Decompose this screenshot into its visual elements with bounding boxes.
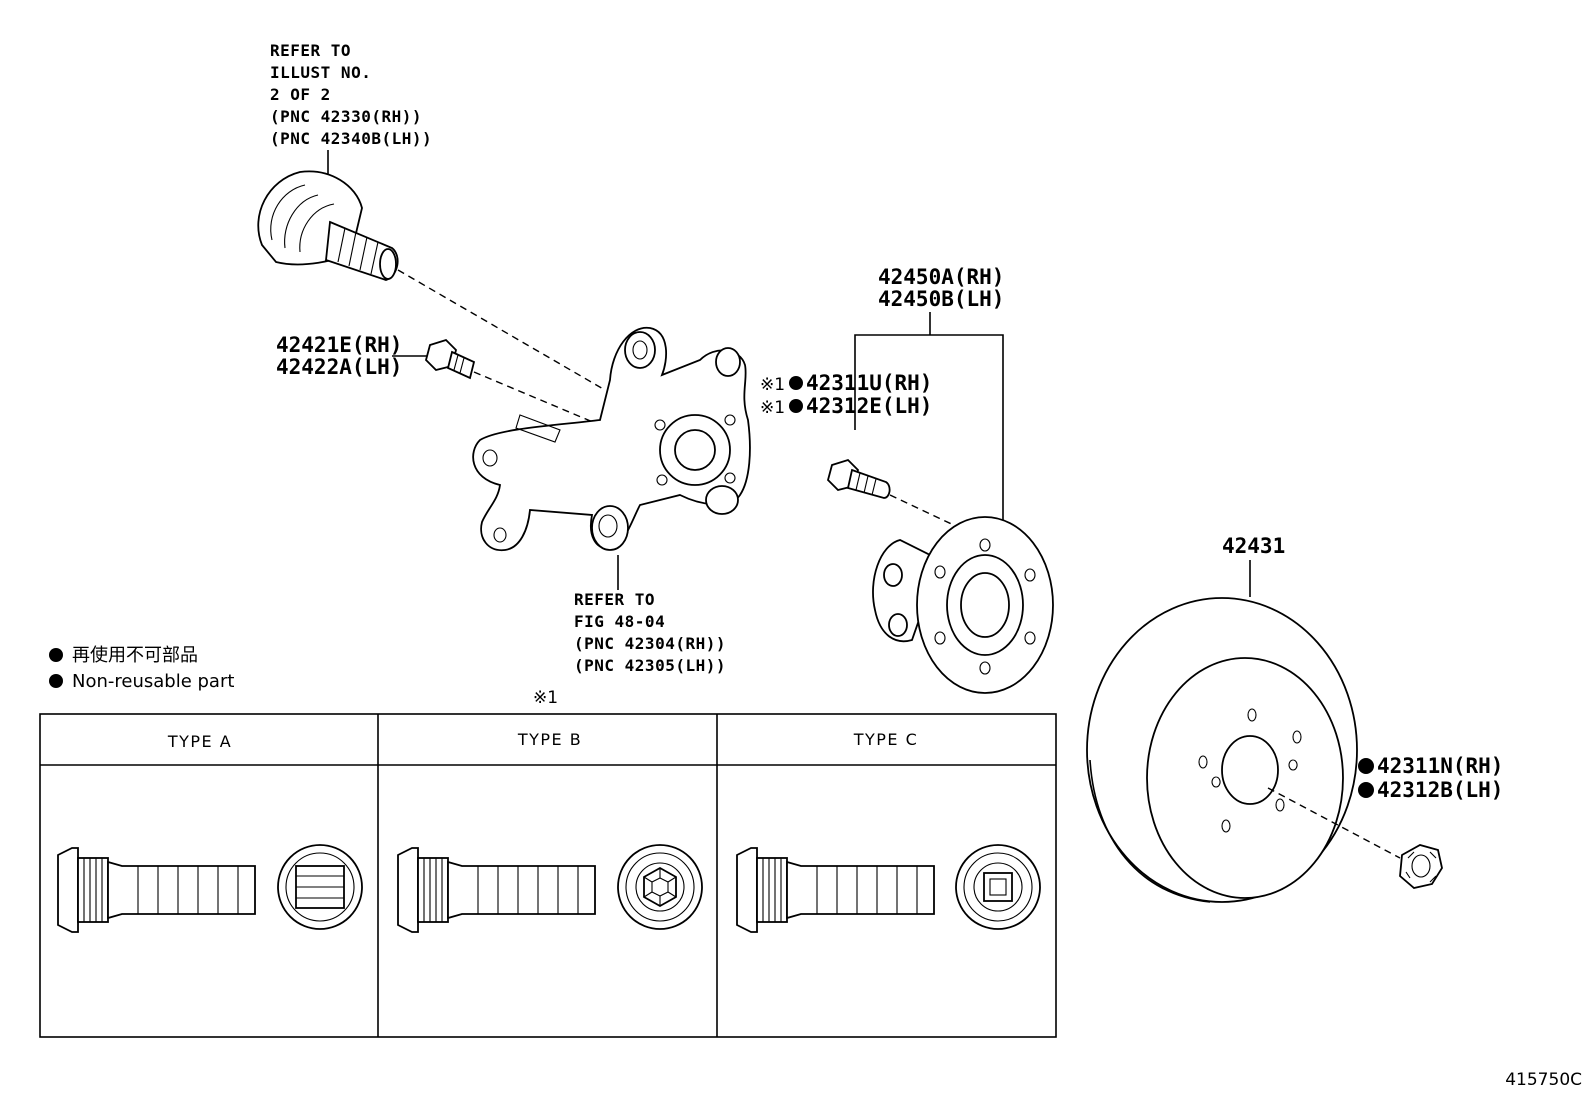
- bolt-label-rh: 42421E(RH): [276, 333, 402, 357]
- non-reusable-dot-icon: [1358, 782, 1374, 798]
- nut-label: 42311N(RH) 42312B(LH): [1358, 754, 1503, 802]
- driveshaft-ref-line-1: REFER TO: [270, 41, 351, 60]
- driveshaft-ref-line-5: (PNC 42340B(LH)): [270, 129, 432, 148]
- illustration-code: 415750C: [1505, 1070, 1582, 1090]
- steering-knuckle: [472, 327, 751, 551]
- stud-type-a: [57, 847, 256, 933]
- driveshaft-ref-line-2: ILLUST NO.: [270, 63, 371, 82]
- stud-type-c: [736, 847, 935, 933]
- stud-type-b-end-view: [617, 844, 703, 930]
- stud-type-c-end-view: [955, 844, 1041, 930]
- knuckle-bolt-label: 42421E(RH) 42422A(LH): [276, 333, 428, 379]
- nut-icon: [1399, 844, 1443, 889]
- disc-label: 42431: [1222, 534, 1285, 597]
- hub-label-lh: 42450B(LH): [878, 287, 1004, 311]
- bolt-type-table: ※1 TYPE A TYPE B TYPE C: [39, 688, 1057, 1038]
- knuckle-ref-line-4: (PNC 42305(LH)): [574, 656, 726, 675]
- table-header-type-c: TYPE C: [853, 730, 919, 749]
- non-reusable-dot-icon: [789, 376, 803, 390]
- legend: 再使用不可部品 Non-reusable part: [49, 645, 234, 692]
- hub-bolt-icon: [826, 458, 891, 499]
- hub-label-rh: 42450A(RH): [878, 265, 1004, 289]
- legend-item-en: Non-reusable part: [72, 671, 234, 692]
- bolt-label-lh: 42422A(LH): [276, 355, 402, 379]
- brake-disc: [1086, 597, 1358, 903]
- hub-bolt-label: ※1 42311U(RH) ※1 42312E(LH): [760, 371, 932, 418]
- hub-bolt-label-lh: 42312E(LH): [806, 394, 932, 418]
- knuckle-ref-line-2: FIG 48-04: [574, 612, 665, 631]
- table-header-type-b: TYPE B: [517, 730, 582, 749]
- driveshaft-ref-line-3: 2 OF 2: [270, 85, 331, 104]
- hub-bolt-label-rh: 42311U(RH): [806, 371, 932, 395]
- table-mark: ※1: [533, 688, 558, 708]
- hub-assembly-label: 42450A(RH) 42450B(LH): [854, 265, 1004, 520]
- non-reusable-dot-icon: [49, 648, 63, 662]
- driveshaft-joint: [257, 170, 399, 281]
- legend-item-ja: 再使用不可部品: [72, 645, 198, 666]
- driveshaft-reference: REFER TO ILLUST NO. 2 OF 2 (PNC 42330(RH…: [270, 41, 432, 185]
- disc-label-text: 42431: [1222, 534, 1285, 558]
- driveshaft-ref-line-4: (PNC 42330(RH)): [270, 107, 422, 126]
- nut-label-rh: 42311N(RH): [1377, 754, 1503, 778]
- knuckle-bolt: [424, 338, 476, 380]
- knuckle-ref-line-1: REFER TO: [574, 590, 655, 609]
- nut-label-lh: 42312B(LH): [1377, 778, 1503, 802]
- stud-type-b: [397, 847, 596, 933]
- knuckle-ref-line-3: (PNC 42304(RH)): [574, 634, 726, 653]
- hub-bolt-mark-rh: ※1: [760, 375, 785, 395]
- table-header-type-a: TYPE A: [167, 732, 232, 751]
- stud-type-a-end-view: [277, 844, 363, 930]
- knuckle-reference: REFER TO FIG 48-04 (PNC 42304(RH)) (PNC …: [574, 590, 726, 675]
- non-reusable-dot-icon: [1358, 758, 1374, 774]
- hub-bearing-assembly: [872, 516, 1054, 694]
- non-reusable-dot-icon: [49, 674, 63, 688]
- hub-bolt-mark-lh: ※1: [760, 398, 785, 418]
- non-reusable-dot-icon: [789, 399, 803, 413]
